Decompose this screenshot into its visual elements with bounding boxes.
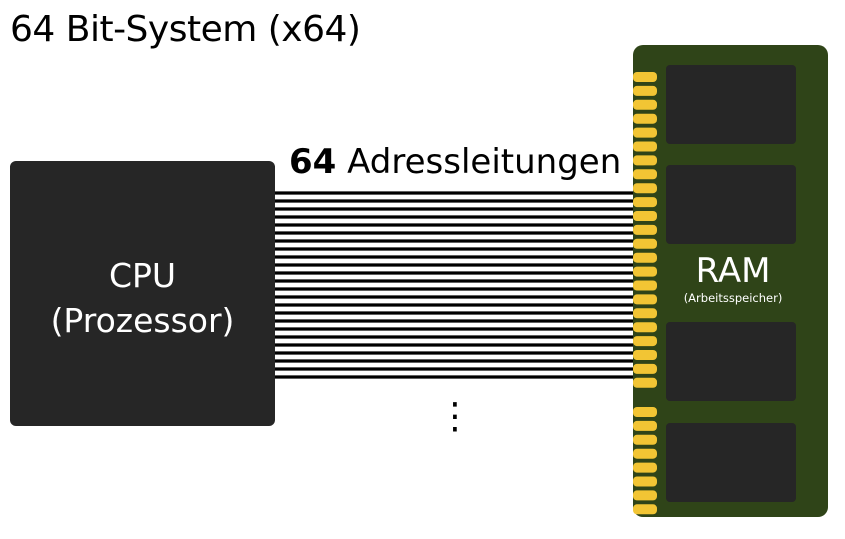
cpu-label-line1: CPU: [108, 256, 177, 295]
ram-pin: [633, 363, 657, 374]
bus-label: 64 Adressleitungen: [289, 140, 621, 184]
diagram-title: 64 Bit-System (x64): [10, 9, 361, 50]
ram-pin: [633, 141, 657, 152]
ram-pin: [633, 197, 657, 208]
ram-pin: [633, 420, 657, 431]
ram-title: RAM: [695, 251, 771, 291]
address-lines: [275, 191, 635, 379]
continuation-dots: ⋮: [437, 396, 473, 437]
ram-pin: [633, 99, 657, 110]
ram-pin: [633, 448, 657, 459]
cpu-block: CPU (Prozessor): [10, 161, 275, 426]
ram-subtitle: (Arbeitsspeicher): [683, 291, 783, 305]
ram-pin: [633, 322, 657, 333]
ram-pin: [633, 377, 657, 388]
ram-pin: [633, 211, 657, 221]
ram-label: RAM (Arbeitsspeicher): [668, 251, 798, 305]
ram-pin: [633, 238, 657, 249]
ram-module: RAM (Arbeitsspeicher): [633, 45, 828, 517]
ram-pin: [633, 504, 657, 515]
ram-pin: [633, 294, 657, 305]
ram-pin: [633, 183, 657, 194]
ram-pin: [633, 72, 657, 82]
ram-pin: [633, 169, 657, 180]
ram-pin: [633, 336, 657, 347]
ram-pin: [633, 155, 657, 166]
ram-chip-4: [666, 423, 796, 502]
ram-pin: [633, 266, 657, 277]
bus-count: 64: [289, 142, 337, 182]
ram-pin: [633, 462, 657, 473]
ram-pin: [633, 85, 657, 96]
ram-pin: [633, 350, 657, 360]
ram-contact-pins: [633, 72, 657, 515]
ram-pin: [633, 407, 657, 417]
ram-chip-2: [666, 165, 796, 244]
ram-chip-1: [666, 65, 796, 144]
ram-pin: [633, 434, 657, 445]
ram-pin: [633, 252, 657, 263]
ram-pin: [633, 308, 657, 319]
ram-chip-3: [666, 322, 796, 401]
bus-label-text: Adressleitungen: [347, 142, 622, 182]
address-bus: ⋮: [275, 191, 635, 437]
ram-pin: [633, 490, 657, 501]
ram-pin: [633, 127, 657, 138]
ram-pin: [633, 224, 657, 235]
cpu-label-line2: (Prozessor): [50, 301, 235, 340]
cpu-label: CPU (Prozessor): [10, 253, 275, 343]
ram-pin: [633, 476, 657, 487]
ram-pin: [633, 280, 657, 291]
ram-pin: [633, 113, 657, 124]
